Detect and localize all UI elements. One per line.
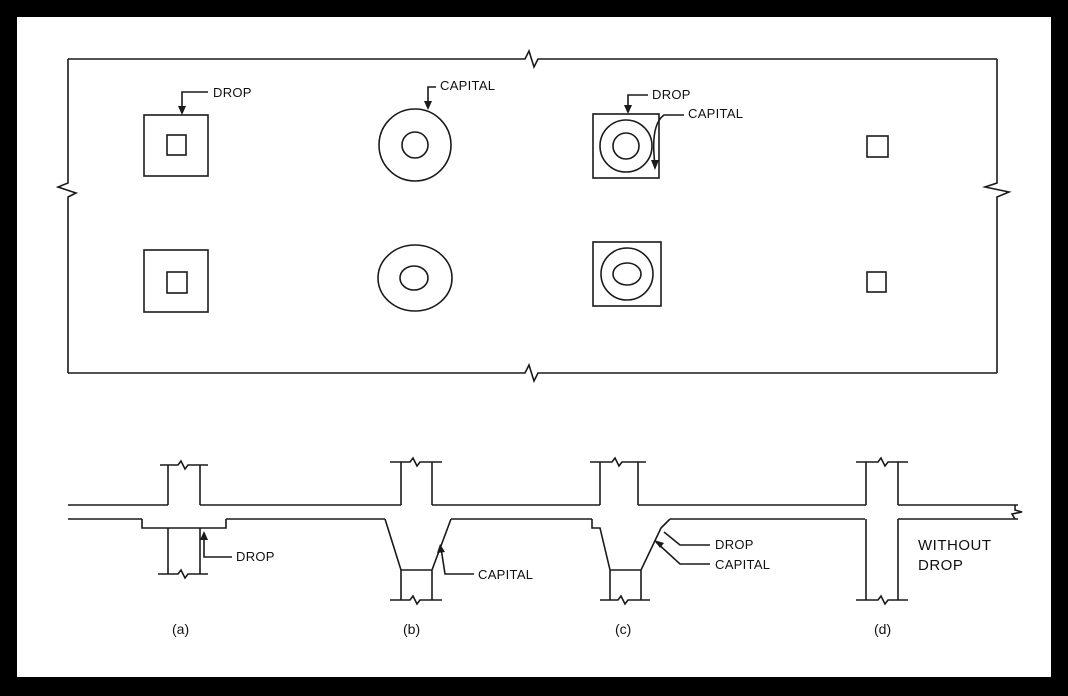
plan-drop-panel-c2 (592, 241, 662, 307)
section-column-b-upper (400, 462, 433, 505)
plan-view: DROP CAPITAL DROP CAPITAL (55, 48, 1012, 384)
section-drop-c-leader (663, 531, 710, 546)
section-slab-break (1010, 505, 1023, 520)
plan-capital-b-arrow (424, 101, 432, 110)
section-column-c-break-top (590, 456, 646, 468)
plan-drop-a-leader (181, 91, 208, 112)
section-label-without-drop: DROP (918, 557, 963, 574)
plan-drop-a-arrow (178, 106, 186, 115)
section-capital-b-arrow (437, 544, 445, 553)
section-column-a-upper (167, 465, 201, 505)
section-label-capital-b: CAPITAL (478, 567, 533, 582)
section-capital-b-leader (440, 547, 474, 575)
plan-column-b2 (399, 265, 429, 291)
section-column-d-lower (865, 519, 899, 600)
section-capital-b (384, 518, 452, 600)
section-drop-a-leader (203, 535, 232, 558)
plan-column-b1 (401, 131, 429, 159)
section-label-capital-c: CAPITAL (715, 557, 770, 572)
slab-drawing: DROP CAPITAL DROP CAPITAL (55, 48, 1023, 637)
section-label-drop-c: DROP (715, 537, 754, 552)
drawing-sheet: DROP CAPITAL DROP CAPITAL (17, 17, 1051, 677)
plan-capital-c-arrow (651, 160, 659, 170)
section-column-d-break-bottom (856, 594, 908, 606)
section-column-b-break-top (390, 456, 442, 468)
plan-capital-b2 (377, 244, 453, 312)
section-drop-a-arrow (200, 531, 208, 540)
section-column-d-break-top (856, 456, 908, 468)
plan-slab-left-edge (55, 59, 79, 373)
plan-column-a1 (166, 134, 187, 156)
section-drop-capital-c (591, 518, 671, 600)
section-label-without: WITHOUT (918, 537, 991, 554)
caption-a: (a) (172, 621, 189, 637)
plan-capital-b1 (378, 108, 452, 182)
plan-capital-c-leader (652, 114, 684, 166)
section-view: DROP CAPITAL DROP CAPITAL WITHOUT DROP (… (68, 456, 1023, 637)
plan-column-a2 (166, 271, 188, 294)
plan-drop-c-arrow (624, 105, 632, 114)
section-label-drop-a: DROP (236, 549, 275, 564)
caption-c: (c) (615, 621, 631, 637)
plan-capital-c1 (599, 119, 653, 173)
plan-drop-c-leader (627, 94, 648, 110)
plan-drop-panel-a1 (143, 114, 209, 177)
plan-slab-right-edge (981, 59, 1012, 373)
section-column-a-break-bottom (158, 568, 208, 580)
plan-slab-top-edge (68, 48, 997, 70)
section-capital-c-leader (655, 541, 710, 565)
plan-slab-bottom-edge (68, 362, 997, 384)
section-capital-c-arrow (654, 540, 664, 548)
plan-label-capital-b: CAPITAL (440, 78, 495, 93)
section-column-c-upper (599, 462, 639, 505)
section-column-c-break-bottom (600, 594, 650, 606)
plan-capital-c2 (600, 247, 654, 301)
section-column-d-upper (865, 462, 899, 505)
plan-label-drop-c: DROP (652, 87, 691, 102)
section-column-a-break-top (160, 459, 208, 471)
section-column-b-break-bottom (390, 594, 442, 606)
plan-column-d1 (866, 135, 889, 158)
plan-label-capital-c: CAPITAL (688, 106, 743, 121)
section-column-a-lower (167, 528, 201, 574)
plan-column-c2 (612, 262, 642, 286)
plan-drop-panel-c1 (592, 113, 660, 179)
caption-d: (d) (874, 621, 891, 637)
caption-b: (b) (403, 621, 420, 637)
plan-drop-panel-a2 (143, 249, 209, 313)
plan-label-drop-a: DROP (213, 85, 252, 100)
plan-capital-b-leader (427, 86, 436, 106)
plan-column-d2 (866, 271, 887, 293)
plan-column-c1 (612, 132, 640, 160)
section-drop-a (141, 519, 227, 529)
